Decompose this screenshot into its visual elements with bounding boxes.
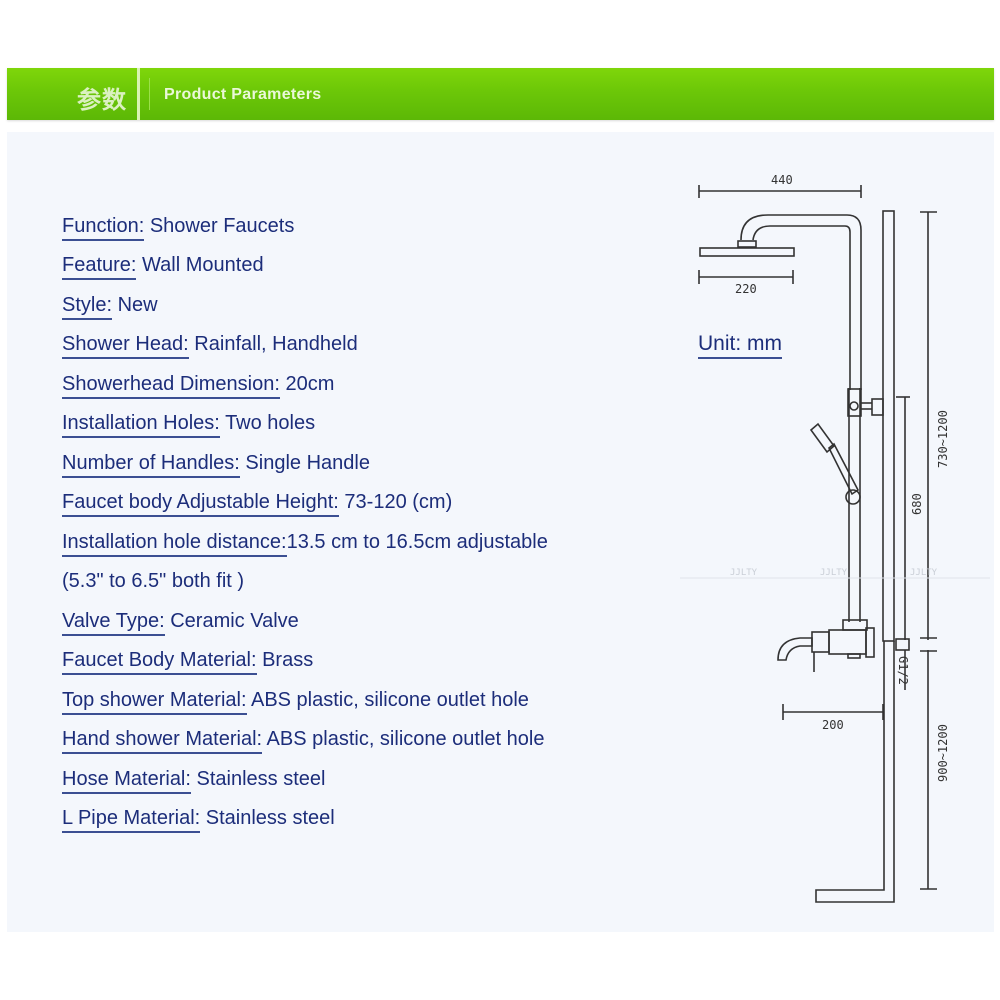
spec-value: Rainfall, Handheld (188, 333, 358, 355)
spec-key: Number of Handles: (62, 452, 240, 478)
spec-value: Two holes (219, 412, 316, 434)
watermark: JJLTY (730, 568, 758, 578)
dim-spout: 200 (822, 718, 844, 732)
spec-row: Valve Type: Ceramic Valve (62, 609, 299, 636)
spec-key: Style: (62, 294, 113, 320)
parameters-panel (7, 132, 994, 932)
section-header: 参数 Product Parameters (7, 68, 994, 120)
spec-row: Shower Head: Rainfall, Handheld (62, 332, 358, 359)
spec-row: Top shower Material: ABS plastic, silico… (62, 688, 529, 715)
spec-row: Hose Material: Stainless steel (62, 767, 326, 794)
spec-key: Showerhead Dimension: (62, 373, 280, 399)
watermark: JJLTY (910, 568, 938, 578)
watermark: JJLTY (820, 568, 848, 578)
spec-row: L Pipe Material: Stainless steel (62, 806, 335, 833)
spec-row: Installation hole distance:13.5 cm to 16… (62, 530, 548, 557)
spec-value: Stainless steel (190, 768, 326, 790)
spec-row: Feature: Wall Mounted (62, 253, 264, 280)
spec-row: Faucet Body Material: Brass (62, 648, 314, 675)
spec-key: Hose Material: (62, 768, 191, 794)
header-divider-thin (149, 78, 150, 110)
spec-value: 20cm (279, 373, 335, 395)
spec-key: Faucet body Adjustable Height: (62, 491, 339, 517)
spec-key: Faucet Body Material: (62, 649, 257, 675)
spec-value: Stainless steel (200, 807, 335, 829)
dim-head-width: 220 (735, 282, 757, 296)
spec-row: Faucet body Adjustable Height: 73-120 (c… (62, 490, 453, 517)
dim-thread: G1/2 (896, 656, 910, 685)
unit-label: Unit: mm (698, 332, 782, 359)
spec-key: L Pipe Material: (62, 807, 201, 833)
spec-key: Installation hole distance: (62, 531, 287, 557)
spec-value: (5.3" to 6.5" both fit ) (62, 570, 245, 592)
spec-key: Feature: (62, 254, 137, 280)
spec-key: Shower Head: (62, 333, 189, 359)
spec-key: Function: (62, 215, 145, 241)
spec-key: Valve Type: (62, 610, 165, 636)
spec-row: Function: Shower Faucets (62, 214, 295, 241)
spec-value: New (112, 294, 158, 316)
spec-value: 13.5 cm to 16.5cm adjustable (286, 531, 548, 553)
dim-top-width: 440 (771, 173, 793, 187)
spec-row: Showerhead Dimension: 20cm (62, 372, 335, 399)
dim-mount-height: 900~1200 (936, 724, 950, 782)
spec-row: Style: New (62, 293, 158, 320)
dim-slide-bar: 680 (910, 493, 924, 515)
spec-key: Top shower Material: (62, 689, 247, 715)
spec-value: Single Handle (239, 452, 370, 474)
spec-value: ABS plastic, silicone outlet hole (246, 689, 529, 711)
spec-key: Installation Holes: (62, 412, 220, 438)
spec-value: 73-120 (cm) (338, 491, 453, 513)
spec-value: Ceramic Valve (164, 610, 299, 632)
dim-total-height: 730~1200 (936, 410, 950, 468)
spec-value: Brass (256, 649, 314, 671)
header-cn-block: 参数 (7, 68, 135, 120)
spec-value: Shower Faucets (144, 215, 295, 237)
spec-value: Wall Mounted (136, 254, 264, 276)
spec-row: Installation Holes: Two holes (62, 411, 316, 438)
header-cn-title: 参数 (77, 87, 127, 114)
header-divider (137, 68, 140, 120)
spec-value: ABS plastic, silicone outlet hole (262, 728, 545, 750)
spec-row-continuation: (5.3" to 6.5" both fit ) (62, 569, 244, 593)
spec-row: Number of Handles: Single Handle (62, 451, 370, 478)
spec-row: Hand shower Material: ABS plastic, silic… (62, 727, 545, 754)
spec-key: Hand shower Material: (62, 728, 263, 754)
header-title: Product Parameters (164, 86, 322, 103)
